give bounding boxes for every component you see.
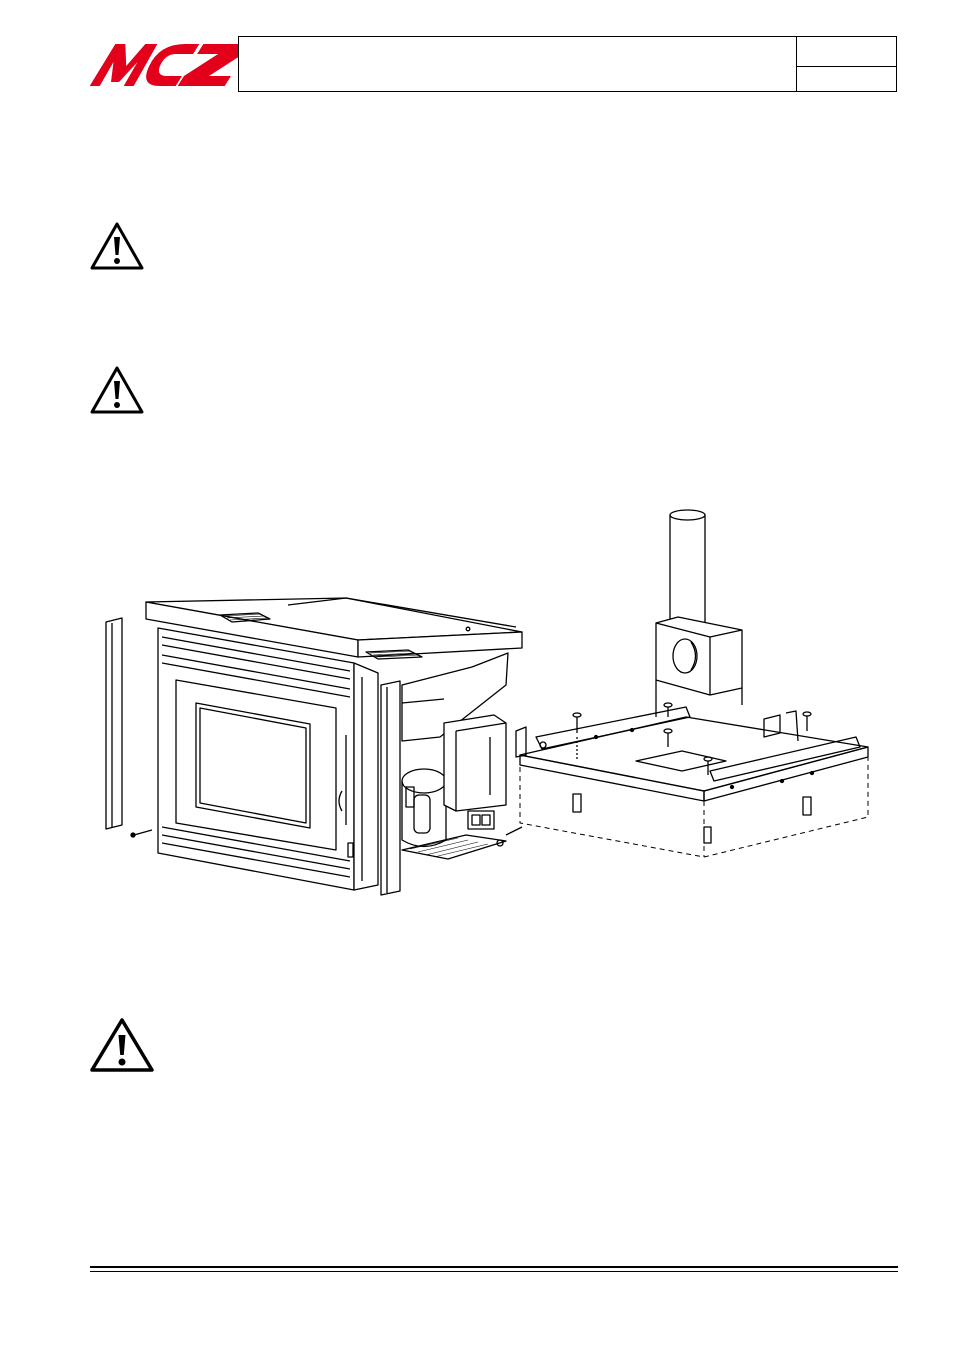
base-frame [515, 706, 869, 802]
installation-drawing [105, 509, 869, 896]
warning-triangle-icon [90, 222, 144, 270]
header-box [238, 36, 897, 92]
warning-triangle-icon [90, 1018, 154, 1072]
side-panel-left [105, 617, 123, 830]
header-title-cell [239, 37, 797, 91]
stove-side [353, 652, 523, 896]
header-cell-top [797, 37, 896, 67]
warning-triangle-icon [90, 366, 144, 414]
flue-pipe [669, 509, 706, 630]
flue-collar-box [655, 616, 743, 717]
header-cell-bottom [797, 67, 896, 91]
footer-rule-thin [90, 1271, 898, 1272]
stove-front [157, 627, 355, 891]
wall-plugs [572, 793, 812, 844]
stove-top [145, 597, 523, 660]
footer-rule-thick [90, 1266, 898, 1268]
screws [572, 702, 812, 775]
mcz-logo [90, 44, 238, 86]
